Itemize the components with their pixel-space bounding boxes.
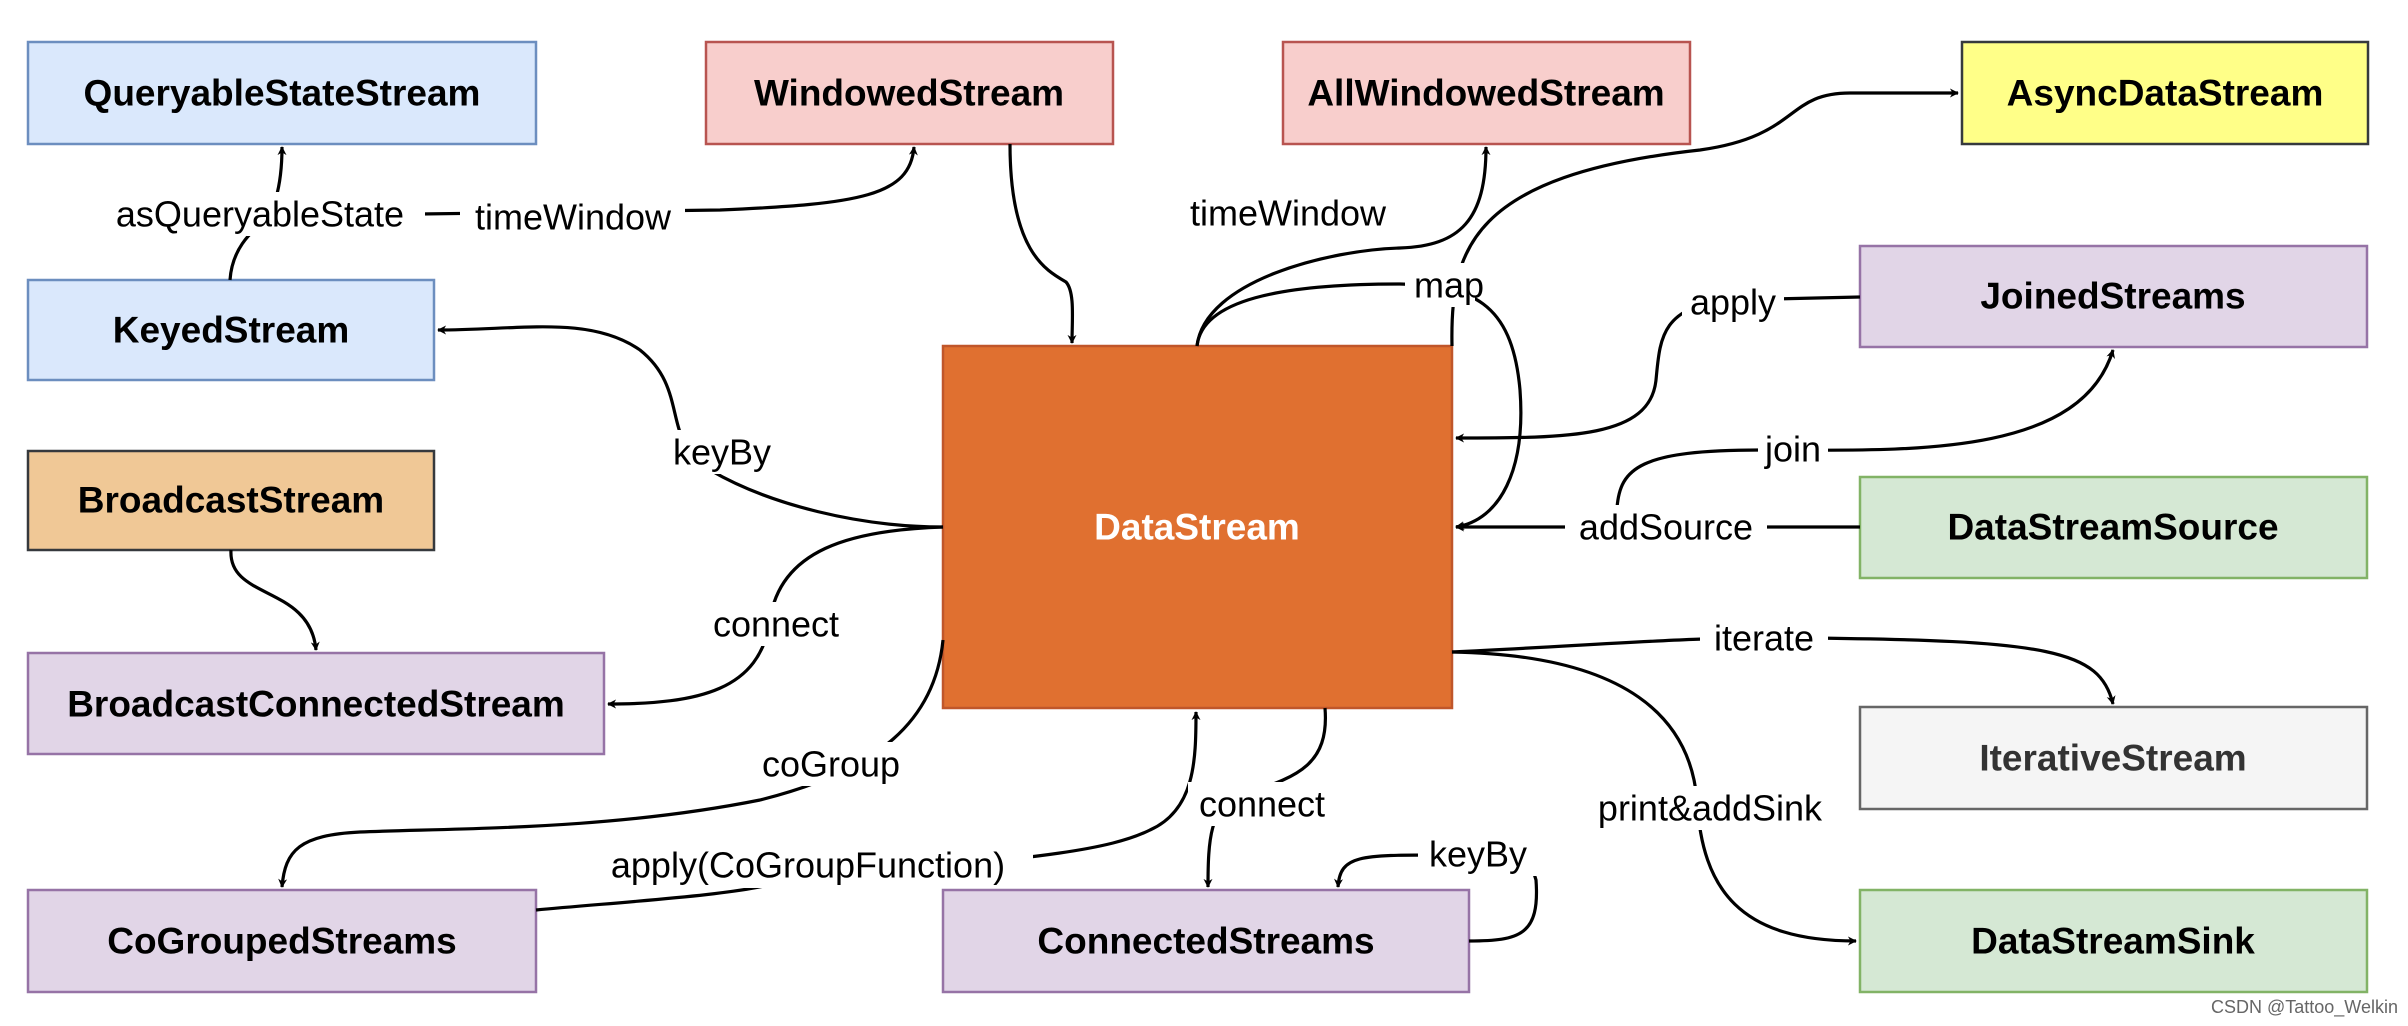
node-data-stream-sink: DataStreamSink [1858, 888, 2369, 994]
node-windowed-stream: WindowedStream [704, 40, 1115, 146]
edge-label-connect-connected: connect [1188, 782, 1336, 826]
node-all-windowed-stream: AllWindowedStream [1281, 40, 1692, 146]
node-iterative-stream: IterativeStream [1858, 705, 2369, 811]
node-broadcast-stream: BroadcastStream [26, 449, 436, 552]
watermark: CSDN @Tattoo_Welkin [2210, 997, 2398, 1017]
edge-label-text: keyBy [1429, 834, 1527, 875]
node-label: BroadcastConnectedStream [67, 684, 565, 725]
edge-label-add-source: addSource [1565, 505, 1767, 549]
edge-label-key-by: keyBy [662, 430, 782, 474]
node-label: DataStreamSource [1947, 507, 2278, 548]
node-label: BroadcastStream [78, 480, 384, 521]
node-co-grouped-streams: CoGroupedStreams [26, 888, 538, 994]
edge-label-time-window-all: timeWindow [1175, 190, 1400, 234]
node-label: DataStreamSink [1971, 921, 2255, 962]
edge-label-text: addSource [1579, 507, 1753, 548]
edge-label-text: apply [1690, 282, 1776, 323]
edge-broadcast-to-connected [229, 549, 320, 651]
edge-label-apply: apply [1682, 280, 1784, 324]
node-data-stream-source: DataStreamSource [1858, 475, 2369, 580]
edge-label-join: join [1758, 428, 1828, 472]
node-label: IterativeStream [1979, 738, 2246, 779]
node-async-data-stream: AsyncDataStream [1960, 40, 2370, 146]
edge-label-as-queryable-state: asQueryableState [95, 192, 425, 236]
node-data-stream: DataStream [941, 344, 1454, 710]
node-joined-streams: JoinedStreams [1858, 244, 2369, 349]
edge-label-print-add-sink: print&addSink [1580, 786, 1840, 830]
edge-label-text: iterate [1714, 618, 1814, 659]
node-label: JoinedStreams [1980, 276, 2245, 317]
node-label: AsyncDataStream [2007, 73, 2324, 114]
edge-label-text: timeWindow [1190, 193, 1387, 234]
edge-label-apply-co-group-function: apply(CoGroupFunction) [583, 842, 1033, 888]
edge-label-text: connect [713, 604, 839, 645]
edge-label-connect-broadcast: connect [702, 602, 850, 646]
edge-label-iterate: iterate [1700, 616, 1828, 660]
edge-label-text: coGroup [762, 744, 900, 785]
node-label: AllWindowedStream [1307, 73, 1664, 114]
edge-label-text: connect [1199, 784, 1325, 825]
node-label: KeyedStream [113, 310, 350, 351]
edge-windowed-to-datastream [1008, 143, 1077, 344]
node-queryable-state-stream: QueryableStateStream [26, 40, 538, 146]
edge-label-map: map [1405, 263, 1484, 307]
edge-label-text: timeWindow [475, 197, 672, 238]
edge-label-text: keyBy [673, 432, 771, 473]
edge-label-text: map [1414, 265, 1484, 306]
edge-label-key-by-connected: keyBy [1418, 832, 1538, 876]
edge-label-text: join [1764, 429, 1821, 470]
edge-label-co-group: coGroup [748, 742, 913, 786]
edge-label-time-window-keyed: timeWindow [460, 195, 685, 239]
node-label: QueryableStateStream [84, 73, 481, 114]
node-label: ConnectedStreams [1037, 921, 1374, 962]
edge-time-window-all [1195, 146, 1491, 347]
edge-to-async [1450, 88, 1959, 347]
edge-key-by [437, 325, 944, 529]
node-keyed-stream: KeyedStream [26, 278, 436, 382]
edge-co-group [278, 639, 945, 888]
node-label: WindowedStream [754, 73, 1064, 114]
node-broadcast-connected-stream: BroadcastConnectedStream [26, 651, 606, 756]
node-label: DataStream [1094, 507, 1300, 548]
edge-label-text: apply(CoGroupFunction) [611, 845, 1005, 886]
edge-time-window-keyed [419, 146, 918, 216]
edge-label-text: asQueryableState [116, 194, 404, 235]
edge-label-text: print&addSink [1598, 788, 1823, 829]
node-label: CoGroupedStreams [107, 921, 457, 962]
node-connected-streams: ConnectedStreams [941, 888, 1471, 994]
